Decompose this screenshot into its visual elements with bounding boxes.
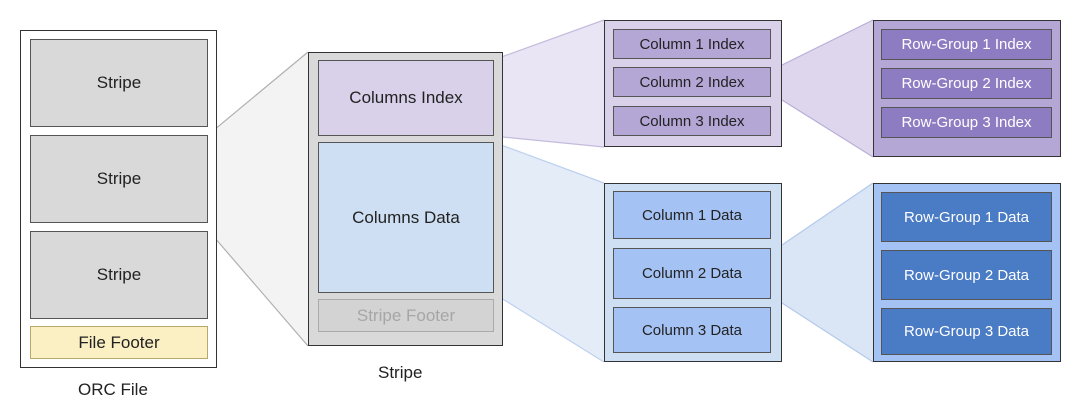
data-zoom-connector (493, 142, 604, 362)
column-data-3: Column 3 Data (613, 307, 771, 353)
column-index-zoom-line-top (781, 19, 874, 66)
columns-data-section: Columns Data (318, 142, 494, 293)
orc-stripe-1: Stripe (30, 39, 208, 127)
column-index-zoom-connector (782, 20, 873, 157)
row-group-data-1: Row-Group 1 Data (881, 192, 1052, 242)
data-zoom-line-top (492, 141, 605, 184)
column-index-3: Column 3 Index (613, 106, 771, 136)
orc-file-caption: ORC File (78, 380, 148, 399)
index-zoom-line-bottom (492, 135, 605, 148)
index-zoom-connector (493, 20, 604, 147)
row-group-index-1: Row-Group 1 Index (881, 29, 1052, 60)
stripe-zoom-connector (208, 52, 308, 346)
stripe-zoom-line-bottom (207, 229, 309, 347)
row-group-data-3: Row-Group 3 Data (881, 308, 1052, 355)
column-index-1: Column 1 Index (613, 29, 771, 59)
column-data-2: Column 2 Data (613, 248, 771, 299)
column-data-zoom-connector (782, 183, 873, 362)
stripe-caption: Stripe (378, 363, 423, 382)
data-zoom-line-bottom (492, 292, 605, 363)
row-group-index-3: Row-Group 3 Index (881, 107, 1052, 138)
row-group-data-2: Row-Group 2 Data (881, 250, 1052, 300)
stripe-footer-section: Stripe Footer (318, 299, 494, 332)
orc-stripe-3: Stripe (30, 231, 208, 319)
column-data-zoom-line-top (781, 182, 874, 246)
column-data-1: Column 1 Data (613, 191, 771, 239)
orc-stripe-2: Stripe (30, 135, 208, 223)
row-group-index-2: Row-Group 2 Index (881, 68, 1052, 99)
column-index-zoom-line-bottom (781, 99, 874, 158)
file-footer: File Footer (30, 326, 208, 359)
column-data-zoom-line-bottom (781, 302, 874, 363)
stripe-zoom-line-top (207, 51, 309, 136)
columns-index-section: Columns Index (318, 60, 494, 136)
column-index-2: Column 2 Index (613, 67, 771, 97)
index-zoom-line-top (492, 19, 605, 61)
